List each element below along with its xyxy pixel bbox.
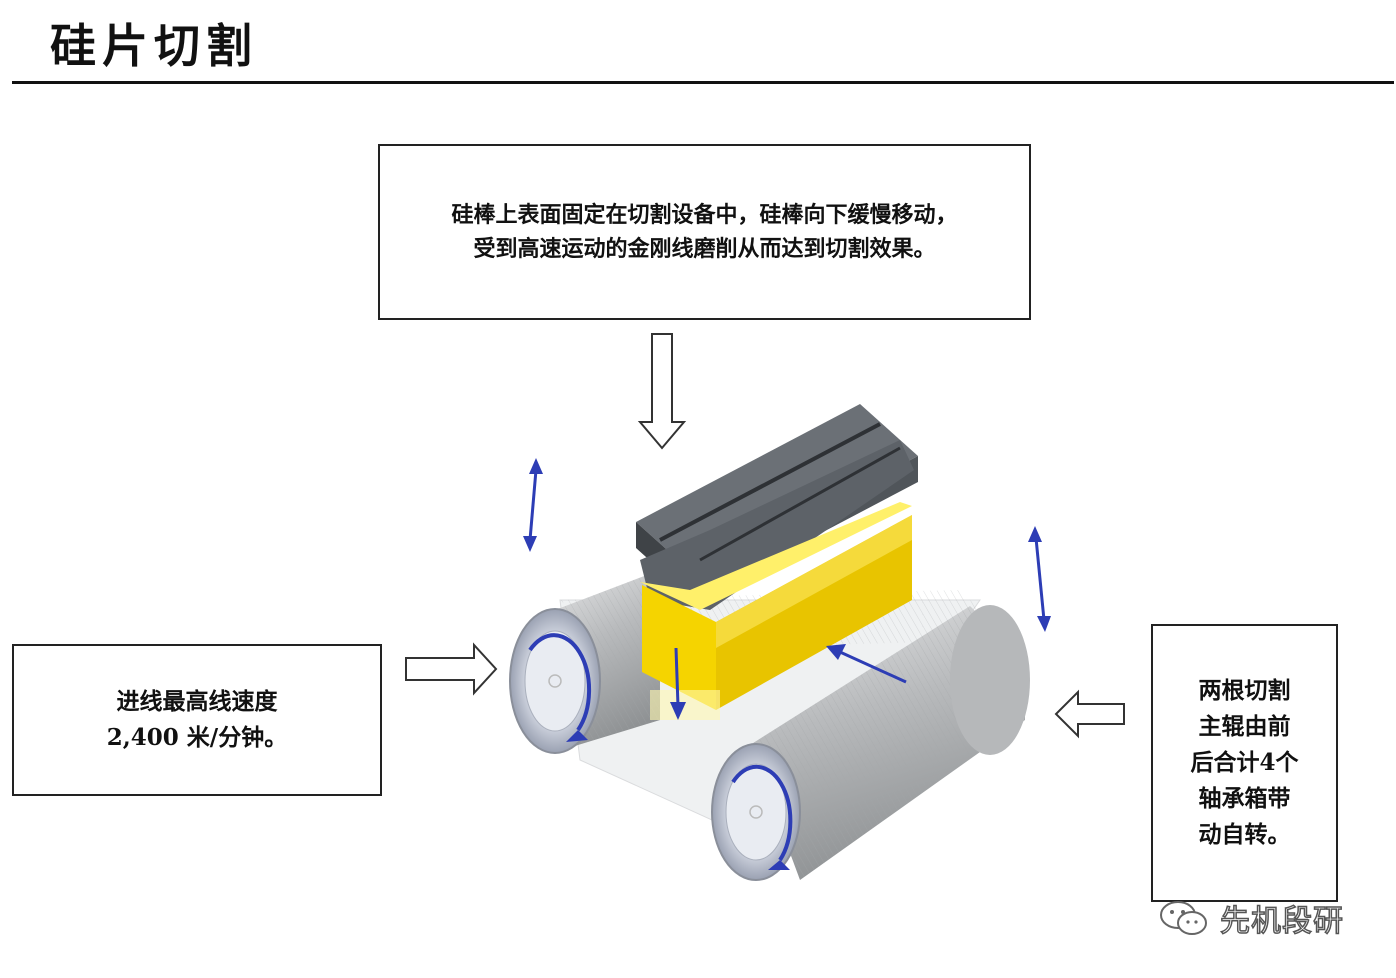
title-divider xyxy=(12,81,1394,84)
callout-wire-speed: 进线最高线速度 2,400 米/分钟。 xyxy=(12,644,382,796)
callout-line: 硅棒上表面固定在切割设备中，硅棒向下缓慢移动， xyxy=(451,202,958,228)
roller-right xyxy=(711,605,1030,881)
ingot-holder xyxy=(636,404,918,610)
callout-line: 进线最高线速度 xyxy=(116,688,278,715)
callout-line: 受到高速运动的金刚线磨削从而达到切割效果。 xyxy=(473,236,936,262)
callout-line: 2,400 米/分钟。 xyxy=(106,724,288,751)
callout-line: 后合计4个 xyxy=(1190,749,1299,776)
callout-line: 主辊由前 xyxy=(1198,713,1291,740)
rotation-arrow-icon xyxy=(731,764,793,862)
left-arrow-icon xyxy=(1054,689,1125,739)
callout-line: 两根切割 xyxy=(1198,677,1291,704)
motion-arrows xyxy=(523,458,1051,720)
callout-line: 动自转。 xyxy=(1198,821,1291,848)
watermark: 先机段研 xyxy=(1158,896,1344,940)
silicon-ingot xyxy=(640,502,912,720)
callout-main-rollers: 两根切割 主辊由前 后合计4个 轴承箱带 动自转。 xyxy=(1151,624,1338,902)
callout-line: 轴承箱带 xyxy=(1198,785,1291,812)
page-title: 硅片切割 xyxy=(50,19,258,73)
roller-left xyxy=(509,570,660,754)
callout-ingot-fixing: 硅棒上表面固定在切割设备中，硅棒向下缓慢移动， 受到高速运动的金刚线磨削从而达到… xyxy=(378,144,1031,320)
down-arrow-icon xyxy=(637,333,687,450)
watermark-text: 先机段研 xyxy=(1219,903,1344,940)
wechat-icon xyxy=(1160,901,1207,935)
right-arrow-icon xyxy=(405,642,498,696)
rotation-arrow-icon xyxy=(528,633,592,732)
